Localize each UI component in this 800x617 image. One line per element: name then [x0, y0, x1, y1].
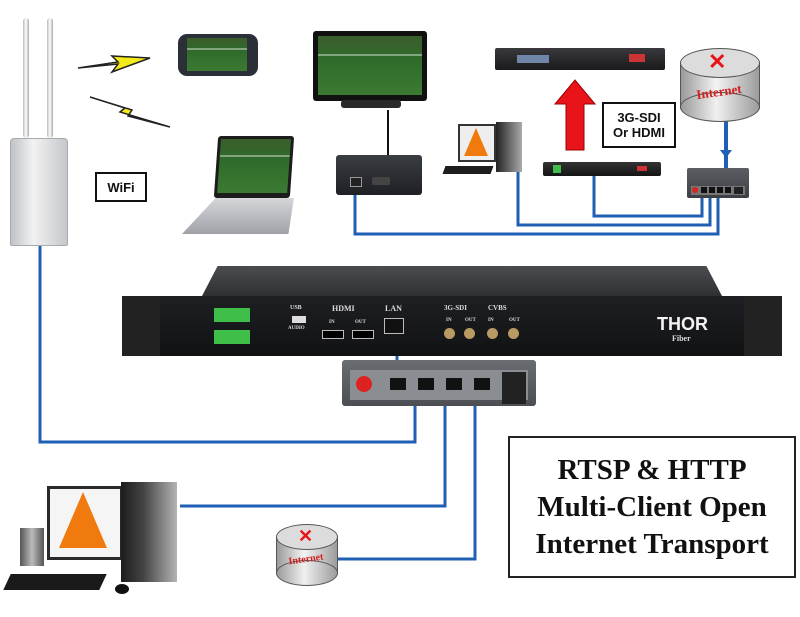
title-line-1: RTSP & HTTP — [557, 453, 747, 486]
switch-port-4 — [474, 378, 490, 390]
cvbs-label: CVBS — [488, 304, 507, 312]
wifi-access-point — [10, 18, 68, 246]
thor-logo-sub: Fiber — [672, 334, 691, 343]
thor-badge — [629, 54, 645, 62]
sdi-label-line2: Or HDMI — [613, 125, 665, 140]
decoder-lan-port — [350, 177, 362, 187]
tv-stand — [341, 100, 401, 108]
bnc-cvbs-in — [487, 328, 498, 339]
rack-ear-left — [122, 296, 160, 356]
encoder-top-panel — [202, 266, 722, 296]
sdi-label-line1: 3G-SDI — [617, 110, 661, 125]
switch-port-3 — [446, 378, 462, 390]
switch-sfp-port — [502, 372, 526, 404]
laptop — [180, 136, 298, 240]
switch-port-2 — [418, 378, 434, 390]
usb-label: USB — [290, 305, 302, 311]
sdi-or-hdmi-label: 3G-SDI Or HDMI — [602, 102, 676, 148]
lan-label: LAN — [385, 304, 402, 313]
pc-keyboard — [442, 166, 494, 174]
cable-desktop-to-switch — [180, 382, 447, 508]
router-arrows-icon: ✕ — [708, 49, 727, 74]
pc-tower-large — [121, 482, 177, 582]
router-top-face: ✕ — [680, 48, 760, 78]
encoder-front-panel: USB AUDIO HDMI IN OUT LAN 3G-SDI IN OUT … — [122, 296, 782, 356]
terminal-block-top — [214, 308, 250, 322]
title-line-2: Multi-Client Open — [537, 490, 767, 523]
sdi-out-label: OUT — [465, 318, 476, 323]
lightning-icon-2 — [89, 96, 171, 128]
laptop-keyboard — [182, 198, 294, 234]
title-box: RTSP & HTTP Multi-Client Open Internet T… — [508, 436, 796, 578]
network-switch-main — [342, 360, 536, 406]
hdmi-out-label: OUT — [355, 320, 366, 325]
lightning-icon-1 — [77, 55, 151, 74]
title-line-3: Internet Transport — [535, 527, 769, 560]
cvbs-out-label: OUT — [509, 318, 520, 323]
red-arrow-icon — [553, 79, 597, 151]
vlc-cone-icon — [464, 128, 488, 156]
bnc-sdi-out — [464, 328, 475, 339]
hdmi-label: HDMI — [332, 304, 355, 313]
cable-encoder-to-topswitch — [592, 172, 704, 218]
router-bottom-face: ✕ — [276, 524, 338, 550]
mouse — [115, 584, 129, 594]
network-switch-top — [687, 168, 749, 198]
smartphone — [178, 34, 258, 76]
sdi-label: 3G-SDI — [444, 304, 467, 312]
terminal-block-bottom — [214, 330, 250, 344]
switch-logo — [356, 376, 372, 392]
vlc-cone-icon-large — [59, 492, 107, 548]
switch-port-1 — [390, 378, 406, 390]
cable-ap-to-switch — [38, 245, 417, 444]
tv-monitor — [313, 31, 429, 111]
thor-badge-small — [637, 166, 647, 171]
laptop-screen — [217, 139, 291, 193]
cable-decoder-to-topswitch — [353, 188, 720, 236]
smartphone-screen — [187, 38, 247, 71]
wifi-label: WiFi — [95, 172, 147, 202]
rack-ear-right — [744, 296, 782, 356]
keyboard — [3, 574, 107, 590]
ap-body — [10, 138, 68, 246]
rack-receiver-top — [495, 48, 665, 70]
hdmi-out-port — [352, 330, 374, 339]
vlc-desktop-top — [440, 122, 530, 180]
audio-label: AUDIO — [288, 326, 305, 331]
rack-encoder-small — [543, 162, 661, 176]
internet-router-bottom: ✕ Internet — [276, 524, 338, 586]
tv-screen — [318, 36, 422, 95]
router-arrows-icon-bottom: ✕ — [298, 526, 314, 546]
internet-router-top: ✕ Internet — [680, 48, 760, 122]
decoder-vga-port — [372, 177, 390, 185]
decoder-box — [336, 155, 422, 195]
speaker — [20, 528, 44, 566]
lan-port — [384, 318, 404, 334]
hdmi-in-label: IN — [329, 320, 335, 325]
thor-logo: THOR — [657, 314, 708, 334]
bnc-sdi-in — [444, 328, 455, 339]
main-encoder: USB AUDIO HDMI IN OUT LAN 3G-SDI IN OUT … — [122, 266, 782, 370]
hdmi-in-port — [322, 330, 344, 339]
cable-arrow-head — [720, 150, 732, 158]
antenna-left — [23, 18, 29, 138]
lcd-display — [517, 55, 549, 63]
vlc-desktop-bottom — [3, 480, 180, 605]
pc-tower — [496, 122, 522, 172]
antenna-right — [47, 18, 53, 138]
cable-internet-to-switch — [333, 382, 477, 561]
bnc-cvbs-out — [508, 328, 519, 339]
usb-port — [292, 316, 306, 323]
cvbs-in-label: IN — [488, 318, 494, 323]
sdi-in-label: IN — [446, 318, 452, 323]
cable-vlc-to-topswitch — [516, 172, 712, 227]
